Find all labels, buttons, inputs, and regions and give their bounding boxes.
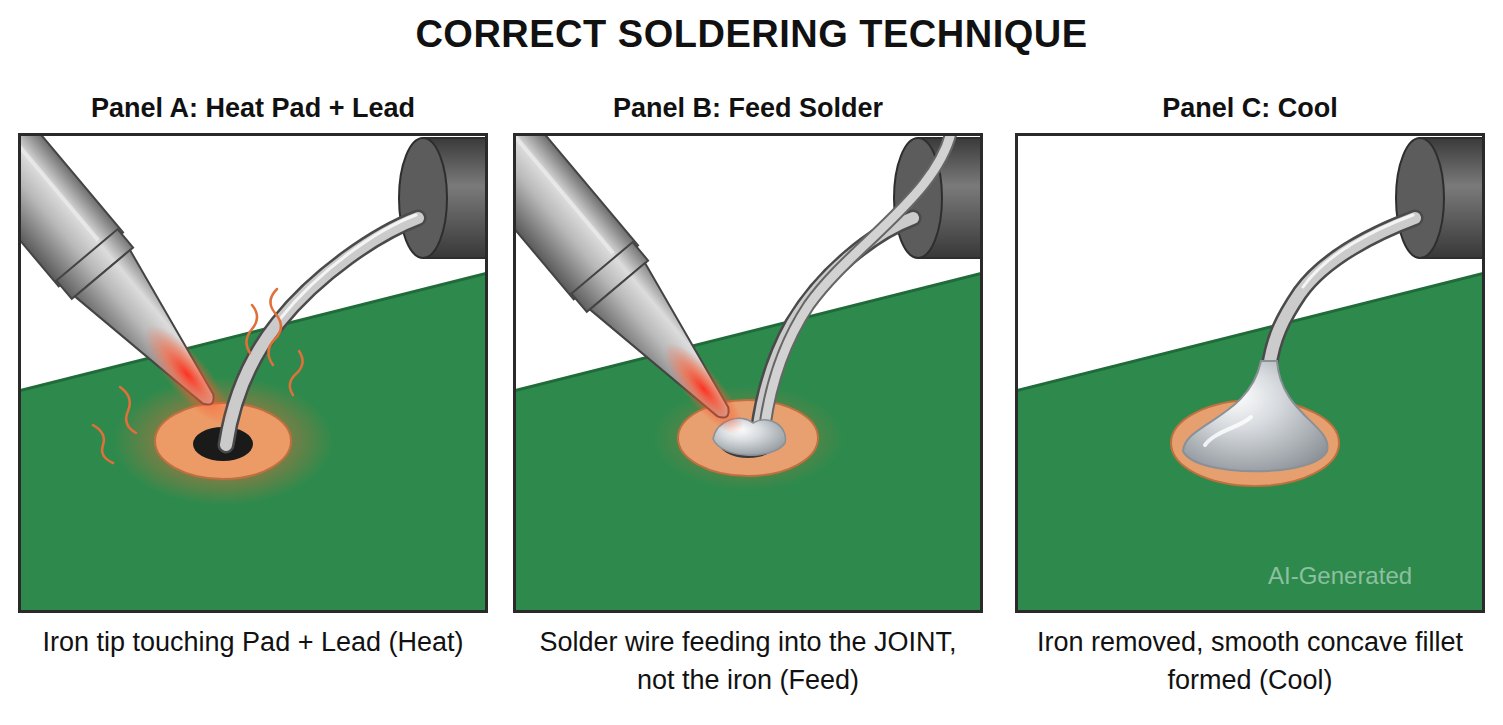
panel-heading: Panel B: Feed Solder	[513, 92, 983, 124]
panel-heading: Panel C: Cool	[1015, 92, 1485, 124]
heat-waves	[93, 289, 303, 463]
panel-a-illustration	[18, 133, 488, 613]
panel: Panel C: CoolIron removed, smooth concav…	[1015, 90, 1485, 703]
circuit-board	[18, 273, 488, 613]
hot-tip	[132, 314, 242, 435]
component-lead	[1269, 218, 1415, 368]
diagram-title: CORRECT SOLDERING TECHNIQUE	[0, 12, 1503, 56]
panel-frame	[513, 133, 983, 613]
panel-frame	[1015, 133, 1485, 613]
panel-c-illustration	[1015, 133, 1485, 613]
panel: Panel B: Feed SolderSolder wire feeding …	[513, 90, 983, 703]
copper-pad	[678, 400, 818, 476]
panel: Panel A: Heat Pad + LeadIron tip touchin…	[18, 90, 488, 665]
watermark: AI-Generated	[1268, 562, 1412, 590]
component-lead	[758, 218, 913, 433]
panel-caption: Iron tip touching Pad + Lead (Heat)	[28, 623, 478, 661]
panel-caption: Solder wire feeding into the JOINT, not …	[523, 623, 973, 699]
hot-tip	[653, 333, 755, 445]
panel-b-illustration	[513, 133, 983, 613]
panel-frame	[18, 133, 488, 613]
solder-fillet	[1183, 361, 1327, 471]
circuit-board	[513, 273, 983, 613]
component-lead	[226, 218, 418, 445]
circuit-board	[1015, 273, 1485, 613]
panel-caption: Iron removed, smooth concave fillet form…	[1025, 623, 1475, 699]
solder-wire	[765, 133, 953, 425]
panel-heading: Panel A: Heat Pad + Lead	[18, 92, 488, 124]
